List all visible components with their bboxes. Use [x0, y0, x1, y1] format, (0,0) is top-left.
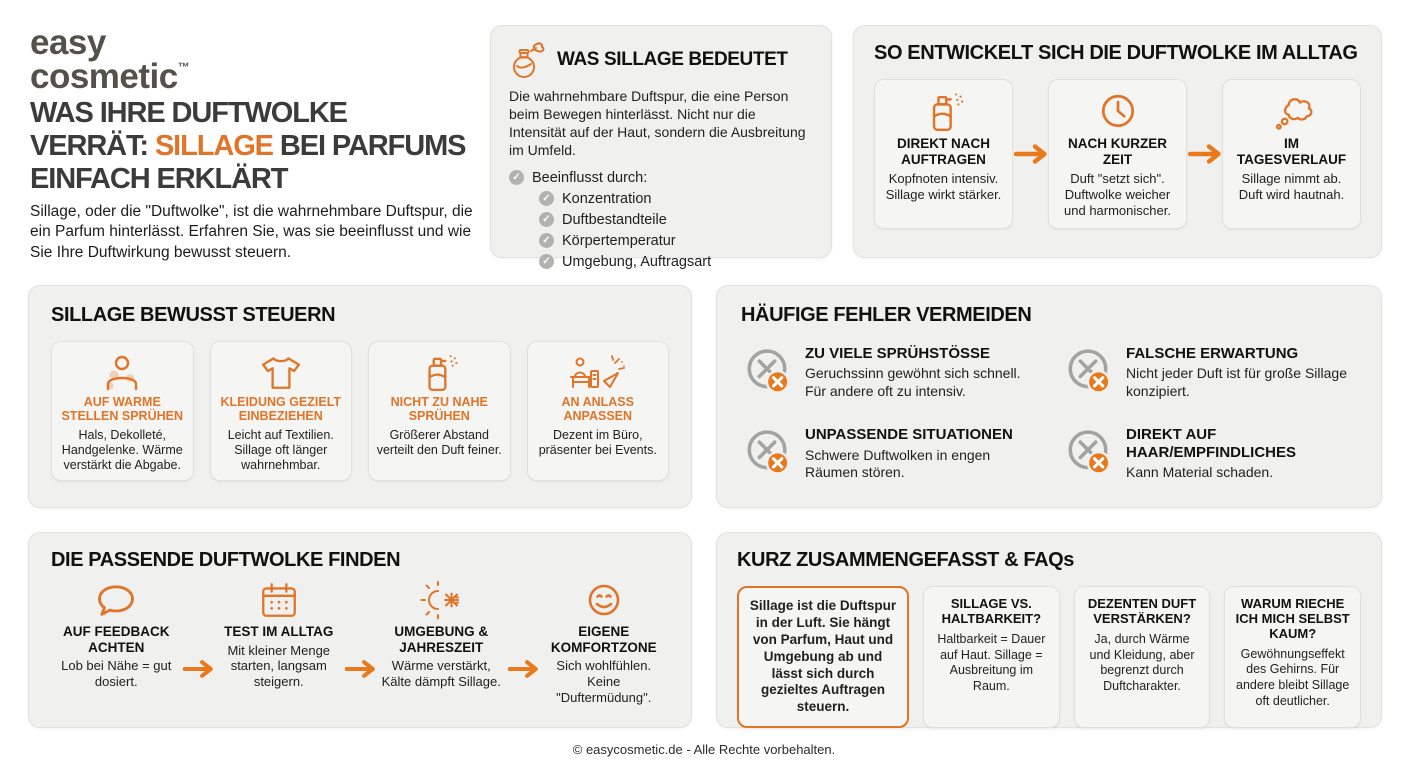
mistake-item: FALSCHE ERWARTUNG Nicht jeder Duft ist f…	[1062, 345, 1357, 400]
faq-title: KURZ ZUSAMMENGEFASST & FAQs	[737, 549, 1074, 571]
arrow-right-icon	[344, 659, 376, 679]
thought-cloud-icon	[1270, 90, 1314, 132]
mistake-item: ZU VIELE SPRÜHSTÖSSE Geruchssinn gewöhnt…	[741, 345, 1036, 400]
finder-step: UMGEBUNG & JAHRESZEIT Wärme verstärkt, K…	[376, 580, 507, 690]
finder-step: EIGENE KOMFORTZONE Sich wohlfühlen. Kein…	[539, 580, 670, 706]
spray-bottle-icon	[923, 90, 965, 132]
check-icon: ✓	[539, 254, 554, 270]
intro-paragraph: Sillage, oder die "Duftwolke", ist die w…	[30, 203, 473, 261]
timeline-step: NACH KURZER ZEIT Duft "setzt sich". Duft…	[1048, 79, 1187, 229]
logo-line2: cosmetic™	[30, 57, 190, 97]
office-party-icon	[569, 352, 627, 392]
meaning-body: Die wahrnehmbare Duftspur, die eine Pers…	[509, 88, 806, 158]
faq-item: WARUM RIECHE ICH MICH SELBST KAUM? Gewöh…	[1224, 586, 1362, 729]
footer-copyright: © easycosmetic.de - Alle Rechte vorbehal…	[572, 742, 836, 757]
finder-title: DIE PASSENDE DUFTWOLKE FINDEN	[51, 549, 401, 571]
control-item: AUF WARME STELLEN SPRÜHEN Hals, Dekollet…	[51, 341, 194, 481]
smiley-icon	[583, 580, 625, 620]
check-icon: ✓	[539, 233, 554, 249]
mistakes-section: HÄUFIGE FEHLER VERMEIDEN ZU VIELE SPRÜHS…	[716, 285, 1382, 508]
control-title: SILLAGE BEWUSST STEUERN	[51, 304, 336, 326]
arrow-right-icon	[507, 659, 539, 679]
error-cross-icon	[1062, 345, 1114, 395]
faq-item: DEZENTEN DUFT VERSTÄRKEN? Ja, durch Wärm…	[1073, 586, 1211, 729]
faq-section: KURZ ZUSAMMENGEFASST & FAQs Sillage ist …	[716, 532, 1382, 729]
mistake-item: UNPASSENDE SITUATIONEN Schwere Duftwolke…	[741, 426, 1036, 481]
check-icon: ✓	[539, 212, 554, 228]
timeline-step: IM TAGESVERLAUF Sillage nimmt ab. Duft w…	[1222, 79, 1361, 229]
clock-icon	[1097, 90, 1139, 132]
control-section: SILLAGE BEWUSST STEUERN AUF WARME STELLE…	[28, 285, 692, 508]
list-item: ✓ Beeinflusst durch:	[509, 170, 813, 186]
title-line: VERRÄT: SILLAGE BEI PARFUMS	[30, 129, 467, 162]
speech-bubble-icon	[94, 580, 138, 620]
title-line: EINFACH ERKLÄRT	[30, 162, 288, 195]
title-highlight: SILLAGE	[154, 129, 274, 162]
check-icon: ✓	[539, 191, 554, 207]
arrow-right-icon	[182, 659, 214, 679]
timeline-title: SO ENTWICKELT SICH DIE DUFTWOLKE IM ALLT…	[874, 42, 1358, 64]
error-cross-icon	[1062, 426, 1114, 476]
title-line: WAS IHRE DUFTWOLKE	[30, 97, 348, 129]
list-item: ✓ Duftbestandteile	[539, 212, 813, 228]
page-title: WAS IHRE DUFTWOLKE VERRÄT: SILLAGE BEI P…	[30, 97, 485, 195]
list-item: ✓ Körpertemperatur	[539, 233, 813, 249]
finder-step: TEST IM ALLTAG Mit kleiner Menge starten…	[214, 580, 345, 690]
easycosmetic-logo: easy cosmetic™	[30, 23, 190, 97]
faq-item: SILLAGE VS. HALTBARKEIT? Haltbarkeit = D…	[923, 586, 1060, 729]
list-item: ✓ Umgebung, Auftragsart	[539, 254, 813, 270]
arrow-right-icon	[1187, 144, 1222, 164]
arrow-right-icon	[1013, 144, 1048, 164]
summary-card: Sillage ist die Duftspur in der Luft. Si…	[737, 586, 909, 729]
error-cross-icon	[741, 345, 793, 395]
tshirt-icon	[260, 352, 302, 392]
error-cross-icon	[741, 426, 793, 476]
calendar-icon	[258, 580, 300, 620]
meaning-section: WAS SILLAGE BEDEUTET Die wahrnehmbare Du…	[490, 25, 832, 270]
trademark-symbol: ™	[177, 60, 190, 75]
logo-line1: easy	[30, 23, 106, 62]
meaning-title: WAS SILLAGE BEDEUTET	[557, 49, 788, 70]
mistakes-title: HÄUFIGE FEHLER VERMEIDEN	[741, 304, 1032, 326]
sun-snowflake-icon	[419, 580, 463, 620]
control-item: KLEIDUNG GEZIELT EINBEZIEHEN Leicht auf …	[209, 341, 352, 481]
warm-spots-body-icon	[100, 352, 144, 392]
finder-section: DIE PASSENDE DUFTWOLKE FINDEN AUF FEEDBA…	[28, 532, 692, 728]
finder-step: AUF FEEDBACK ACHTEN Lob bei Nähe = gut d…	[51, 580, 182, 690]
list-title: Beeinflusst durch:	[532, 169, 648, 186]
timeline-step: DIREKT NACH AUFTRAGEN Kopfnoten intensiv…	[874, 79, 1013, 229]
timeline-section: SO ENTWICKELT SICH DIE DUFTWOLKE IM ALLT…	[853, 25, 1382, 258]
spray-bottle-icon	[419, 352, 459, 392]
control-item: NICHT ZU NAHE SPRÜHEN Größerer Abstand v…	[368, 341, 511, 481]
control-item: AN ANLASS ANPASSEN Dezent im Büro, präse…	[526, 341, 669, 481]
list-item: ✓ Konzentration	[539, 191, 813, 207]
mistake-item: DIREKT AUF HAAR/EMPFINDLICHES Kann Mater…	[1062, 426, 1357, 481]
perfume-atomizer-icon	[509, 40, 549, 80]
check-icon: ✓	[509, 170, 524, 186]
